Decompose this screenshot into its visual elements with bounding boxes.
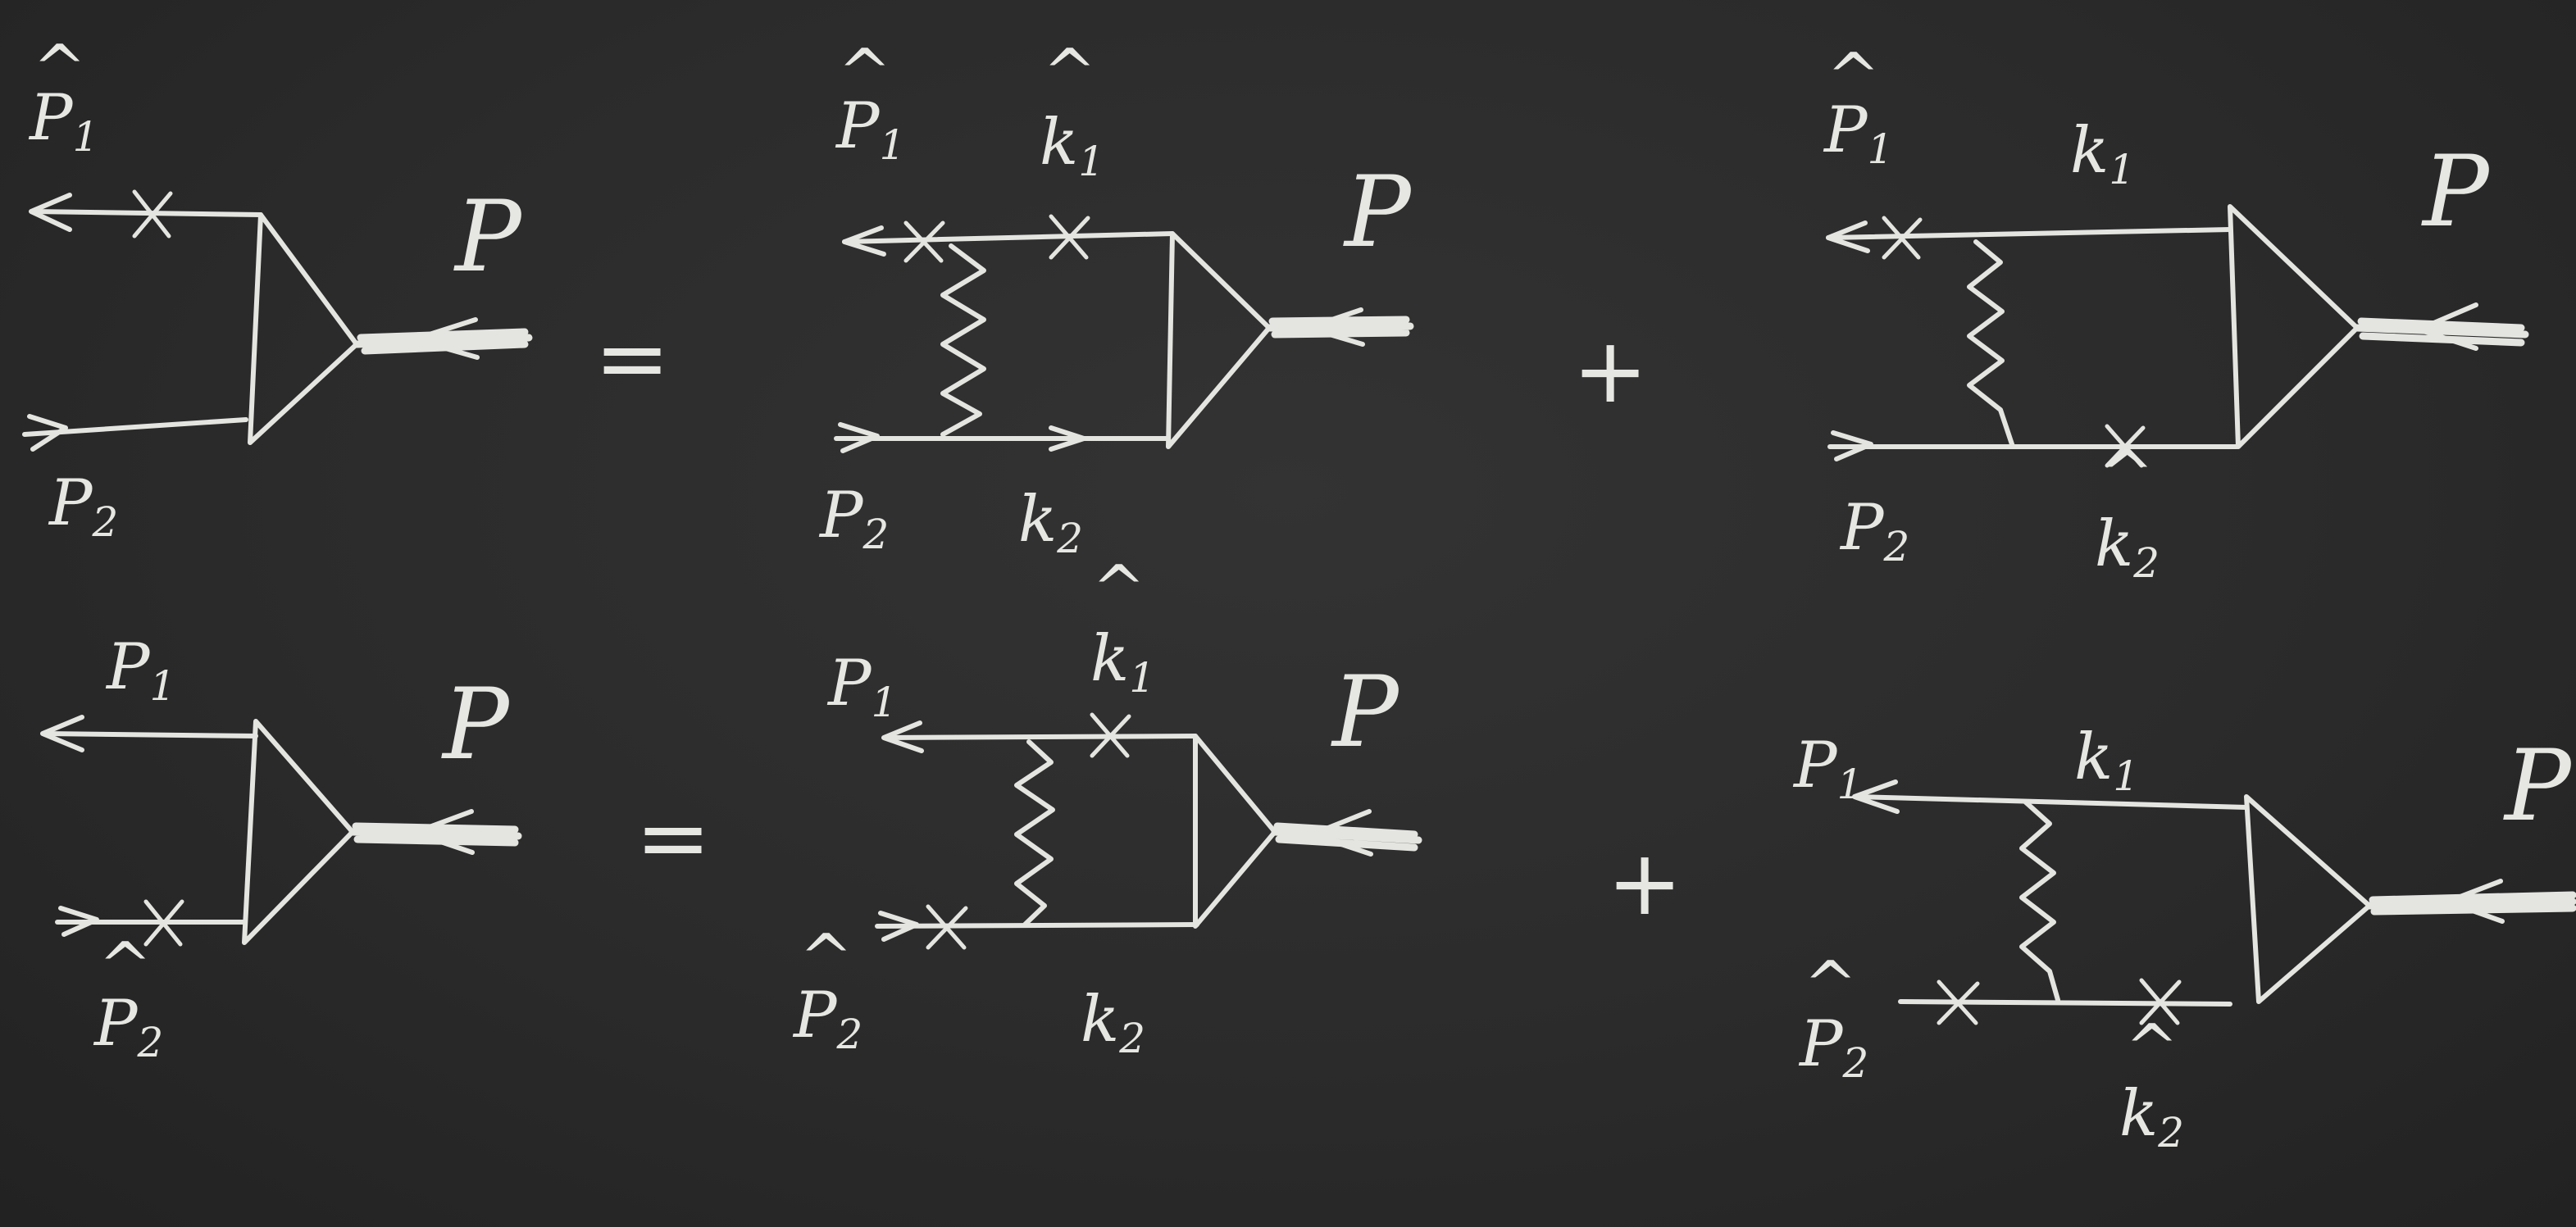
label-p1: P1: [1792, 729, 1863, 808]
label-p1-hat: P1: [28, 81, 98, 161]
equation-2-term-2-diagram: [1852, 779, 2576, 1025]
equation-1-term-2-diagram: [1826, 204, 2529, 468]
arrow-head-outgoing-icon: [842, 225, 886, 257]
cut-cross-icon: [1937, 979, 1980, 1025]
arrow-head-outgoing-icon: [1852, 779, 1900, 814]
label-p2: P2: [1839, 491, 1909, 570]
arrow-head-incoming-icon: [58, 906, 99, 937]
arrow-head-bound-state-icon: [2416, 302, 2478, 351]
arrow-head-incoming-icon: [878, 911, 919, 942]
hat-mark: ^: [838, 36, 891, 110]
cut-cross-icon: [903, 220, 945, 263]
gluon-exchange-line: [2019, 799, 2060, 1002]
label-p2-hat: P2: [1798, 1007, 1868, 1087]
cut-cross-icon: [132, 189, 173, 239]
arrow-head-incoming-icon: [27, 414, 68, 452]
incoming-line-bottom: [875, 922, 1199, 929]
arrow-head-bottom-icon: [1049, 425, 1086, 452]
arrow-head-bound-state-icon: [412, 809, 475, 855]
label-k2-hat: k2: [2095, 507, 2160, 587]
label-p1-hat: P1: [835, 89, 905, 169]
cut-cross-icon: [1090, 712, 1131, 758]
label-p2-hat: P2: [792, 979, 862, 1058]
label-vertex-p: P: [1331, 656, 1400, 770]
vertex-triangle: [242, 719, 355, 945]
gluon-exchange-line: [940, 243, 986, 437]
label-p1-hat: P1: [1823, 93, 1893, 173]
label-p2: P2: [48, 466, 118, 546]
plus-sign: +: [1572, 318, 1648, 423]
label-p1: P1: [105, 630, 175, 710]
vertex-triangle: [2228, 204, 2360, 449]
arrow-head-outgoing-icon: [40, 715, 84, 752]
arrow-head-incoming-icon: [838, 422, 880, 453]
label-p1: P1: [826, 647, 897, 726]
equation-2-term-1-diagram: [875, 712, 1422, 950]
cut-cross-icon: [926, 904, 968, 950]
hat-mark: ^: [98, 929, 152, 1003]
equation-1-term-1-diagram: [834, 214, 1414, 453]
label-vertex-p: P: [453, 180, 523, 294]
arrow-head-outgoing-icon: [881, 720, 924, 753]
outgoing-line-top: [30, 209, 263, 217]
hat-mark: ^: [1827, 40, 1880, 114]
plus-sign: +: [1607, 830, 1682, 935]
label-p2-hat: P2: [93, 987, 163, 1066]
arrow-head-bound-state-icon: [1305, 307, 1365, 347]
label-k1-hat: k1: [1090, 622, 1155, 702]
label-vertex-p: P: [2421, 135, 2491, 249]
label-vertex-p: P: [441, 668, 511, 782]
outgoing-line-top: [43, 731, 258, 738]
equation-2-lhs-diagram: [40, 715, 522, 947]
arrow-head-bound-state-icon: [1309, 809, 1373, 857]
bound-state-line: [1265, 316, 1414, 339]
equals-sign: =: [635, 785, 711, 890]
label-k1: k1: [2074, 720, 2139, 800]
equation-1-lhs-diagram: [22, 189, 533, 452]
cut-cross-icon: [143, 899, 184, 947]
equation-2: P1 P2 ^ P = P1 k1 ^ P2 ^: [40, 552, 2576, 1157]
label-vertex-p: P: [1343, 156, 1413, 270]
cut-cross-icon: [1049, 214, 1090, 260]
gluon-exchange-line: [1014, 739, 1055, 927]
hat-mark: ^: [2100, 438, 2154, 511]
vertex-triangle: [248, 212, 359, 445]
outgoing-line-top: [1826, 227, 2232, 240]
outgoing-line-top: [842, 231, 1175, 244]
arrow-head-incoming-icon: [1831, 430, 1873, 461]
label-k1: k1: [2070, 114, 2135, 193]
arrow-head-outgoing-icon: [1826, 220, 1870, 253]
arrow-head-bound-state-icon: [412, 317, 480, 360]
label-k2: k2: [1081, 983, 1145, 1062]
gluon-exchange-line: [1967, 239, 2015, 449]
label-p2: P2: [818, 479, 889, 558]
label-k1-hat: k1: [1040, 106, 1104, 185]
outgoing-line-top: [883, 734, 1198, 740]
vertex-triangle: [2244, 794, 2372, 1004]
incoming-line-bottom: [1898, 999, 2232, 1007]
bound-state-line: [1271, 822, 1422, 852]
outgoing-line-top: [1855, 794, 2249, 810]
equals-sign: =: [594, 306, 670, 411]
cut-cross-icon: [2139, 978, 2182, 1025]
label-vertex-p: P: [2503, 729, 2573, 843]
hat-mark: ^: [799, 921, 853, 995]
hat-mark: ^: [33, 32, 86, 106]
hat-mark: ^: [1043, 36, 1096, 110]
arrow-head-outgoing-icon: [29, 193, 72, 232]
vertex-triangle: [1166, 231, 1272, 449]
hat-mark: ^: [2125, 1011, 2178, 1085]
cut-cross-icon: [2105, 424, 2146, 468]
hat-mark: ^: [1092, 552, 1145, 626]
hat-mark: ^: [1804, 948, 1857, 1022]
label-k2-hat: k2: [2119, 1077, 2184, 1157]
label-k2: k2: [1018, 483, 1083, 562]
arrow-head-bound-state-icon: [2445, 879, 2505, 924]
vertex-triangle: [1193, 734, 1277, 929]
cut-cross-icon: [1882, 216, 1923, 260]
equation-1: P1 ^ P2 P = P1 ^ k1 ^: [22, 32, 2529, 587]
